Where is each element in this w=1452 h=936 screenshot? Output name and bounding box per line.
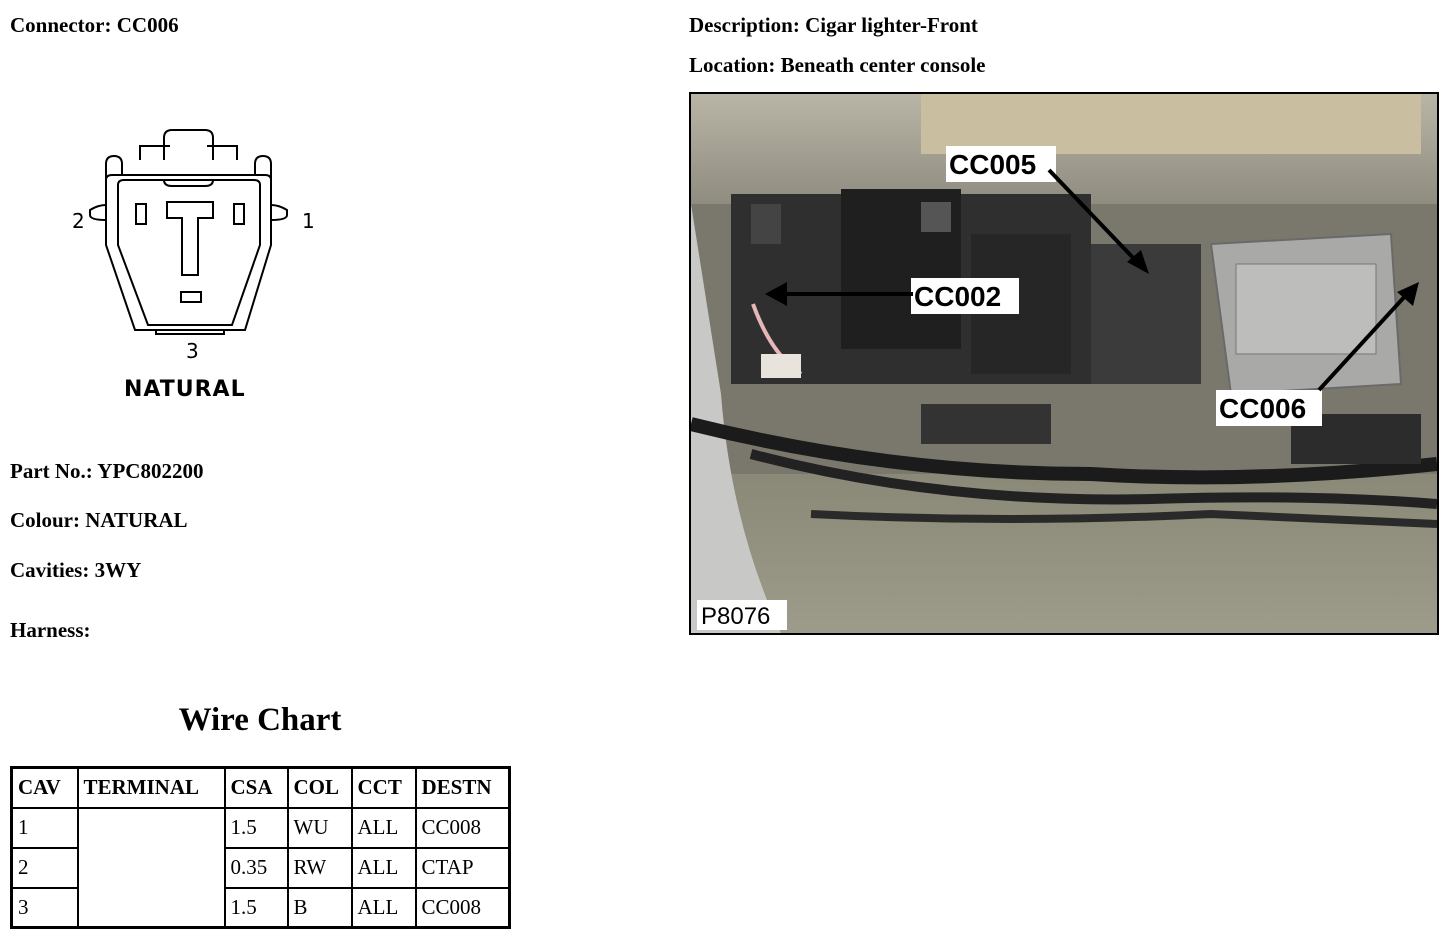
cell-terminal [76,806,226,929]
cell-csa: 0.35 [223,846,289,889]
callout-cc006-box [1216,390,1322,426]
cavities-label: Cavities: [10,558,90,582]
callout-cc005-box [946,146,1056,182]
table-row: 1 1.5 WU ALL CC008 [10,806,511,929]
cell-cct: ALL [350,806,417,849]
cell-cct: ALL [350,846,417,889]
cell-csa: 1.5 [223,886,289,929]
cell-cct: ALL [350,886,417,929]
connector-label: Connector: [10,13,112,37]
wire-chart-title: Wire Chart [178,702,342,738]
pin-3-label: 3 [186,339,199,363]
part-no-value: YPC802200 [97,459,204,483]
description-value: Cigar lighter-Front [805,13,978,37]
location-label: Location: [689,53,776,77]
cell-col: RW [286,846,353,889]
harness-label: Harness: [10,618,91,642]
arrow-cc002-icon [765,282,787,306]
part-no-label: Part No.: [10,459,93,483]
connector-value: CC006 [116,13,179,37]
header-destn: DESTN [414,766,511,809]
callout-cc005-label: CC005 [949,149,1036,180]
cell-cav: 1 [10,806,79,849]
part-no-field: Part No.: YPC802200 [10,458,203,484]
table-row: 2 0.35 RW ALL CTAP [10,846,511,889]
location-photo: CC005 CC002 CC006 P8076 [689,92,1439,635]
cell-csa: 1.5 [223,806,289,849]
colour-value: NATURAL [85,508,188,532]
description-label: Description: [689,13,800,37]
wire-chart-table: CAV TERMINAL CSA COL CCT DESTN 1 1.5 WU … [10,766,511,929]
cell-cav: 2 [10,846,79,889]
arrow-cc006-icon [1397,282,1419,306]
diagram-colour-label: NATURAL [124,377,246,402]
header-csa: CSA [223,766,289,809]
connector-face-diagram: 2 1 3 NATURAL [60,120,330,410]
description-field: Description: Cigar lighter-Front [689,12,978,38]
header-cav: CAV [10,766,79,809]
header-col: COL [286,766,353,809]
header-terminal: TERMINAL [76,766,226,809]
cell-col: WU [286,806,353,849]
cavities-field: Cavities: 3WY [10,557,141,583]
wire-chart-header-row: CAV TERMINAL CSA COL CCT DESTN [10,766,511,809]
callout-cc002-box [911,278,1019,314]
harness-field: Harness: [10,617,91,643]
callout-cc002-label: CC002 [914,281,1001,312]
location-field: Location: Beneath center console [689,52,985,78]
pin-2-label: 2 [72,209,85,233]
connector-field: Connector: CC006 [10,12,179,38]
pin-1-label: 1 [302,209,315,233]
colour-label: Colour: [10,508,80,532]
cavities-value: 3WY [94,558,142,582]
cell-destn: CTAP [414,846,511,889]
cell-destn: CC008 [414,806,511,849]
photo-id-label: P8076 [701,603,770,630]
connector-face-icon: 2 1 3 NATURAL [72,129,315,402]
location-photo-image: CC005 CC002 CC006 P8076 [691,94,1437,633]
callout-cc006-label: CC006 [1219,393,1306,424]
photo-id-box [697,600,787,630]
table-row: 3 1.5 B ALL CC008 [10,886,511,929]
header-cct: CCT [350,766,417,809]
cell-destn: CC008 [414,886,511,929]
location-value: Beneath center console [780,53,986,77]
cell-col: B [286,886,353,929]
cell-cav: 3 [10,886,79,929]
arrow-cc005-icon [1127,250,1149,274]
colour-field: Colour: NATURAL [10,507,188,533]
